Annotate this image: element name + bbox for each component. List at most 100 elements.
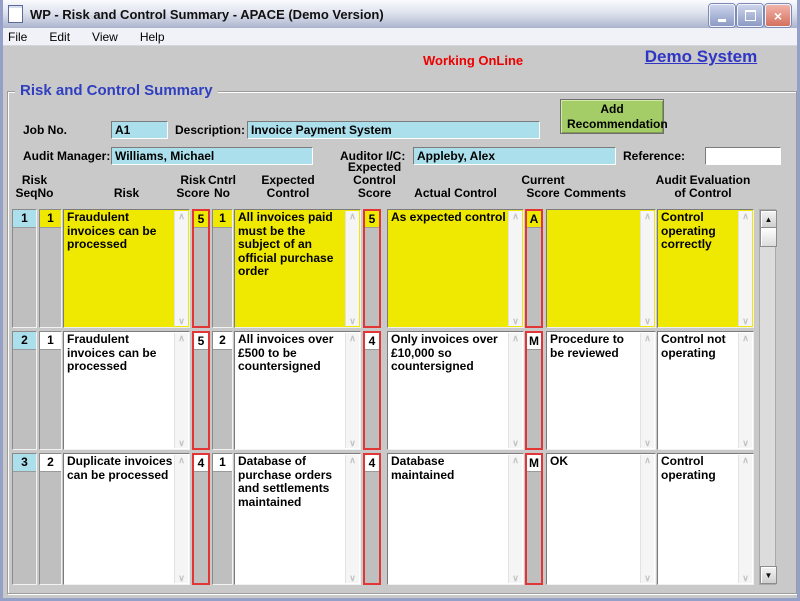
- scroll-up-icon[interactable]: ∧: [512, 455, 519, 465]
- risk-no-cell[interactable]: 2: [39, 453, 62, 585]
- menu-help[interactable]: Help: [139, 29, 165, 44]
- menu-file[interactable]: File: [8, 29, 28, 44]
- textarea-scrollbar[interactable]: ∧∨: [508, 333, 522, 448]
- textarea-scrollbar[interactable]: ∧∨: [174, 333, 188, 448]
- textarea-scrollbar[interactable]: ∧∨: [738, 333, 752, 448]
- textarea-scrollbar[interactable]: ∧∨: [345, 211, 359, 326]
- seq-no-cell[interactable]: 3: [12, 453, 37, 585]
- scroll-down-icon[interactable]: ∨: [644, 573, 651, 583]
- menu-view[interactable]: View: [92, 29, 118, 44]
- job-no-field[interactable]: A1: [111, 121, 168, 139]
- current-score-cell[interactable]: M: [525, 331, 543, 450]
- risk-textarea[interactable]: Duplicate invoices can be processed ∧∨: [63, 453, 190, 585]
- scroll-up-icon[interactable]: ∧: [742, 455, 749, 465]
- add-recommendation-button[interactable]: Add Recommendation: [560, 99, 668, 134]
- current-score-cell[interactable]: A: [525, 209, 543, 328]
- scroll-down-icon[interactable]: ∨: [742, 573, 749, 583]
- description-field[interactable]: Invoice Payment System: [247, 121, 540, 139]
- textarea-scrollbar[interactable]: ∧∨: [345, 333, 359, 448]
- textarea-scrollbar[interactable]: ∧∨: [738, 211, 752, 326]
- expected-score-cell[interactable]: 5: [363, 209, 381, 328]
- textarea-scrollbar[interactable]: ∧∨: [640, 211, 654, 326]
- risk-textarea[interactable]: Fraudulent invoices can be processed ∧∨: [63, 331, 190, 450]
- grid-vertical-scrollbar[interactable]: ▲ ▼: [759, 209, 777, 585]
- textarea-scrollbar[interactable]: ∧∨: [508, 455, 522, 583]
- scrollbar-up-button[interactable]: ▲: [760, 210, 777, 228]
- scroll-down-icon[interactable]: ∨: [178, 316, 185, 326]
- seq-no-cell[interactable]: 1: [12, 209, 37, 328]
- scrollbar-thumb[interactable]: [760, 227, 777, 247]
- scroll-down-icon[interactable]: ∨: [644, 316, 651, 326]
- cntrl-no-cell[interactable]: 2: [212, 331, 233, 450]
- scroll-up-icon[interactable]: ∧: [178, 211, 185, 221]
- scroll-up-icon[interactable]: ∧: [742, 211, 749, 221]
- scroll-up-icon[interactable]: ∧: [644, 211, 651, 221]
- scroll-down-icon[interactable]: ∨: [512, 316, 519, 326]
- textarea-scrollbar[interactable]: ∧∨: [174, 455, 188, 583]
- comments-textarea[interactable]: Procedure to be reviewed ∧∨: [546, 331, 656, 450]
- evaluation-textarea[interactable]: Control operating ∧∨: [657, 453, 754, 585]
- reference-label: Reference:: [623, 149, 686, 163]
- seq-no-cell[interactable]: 2: [12, 331, 37, 450]
- scroll-up-icon[interactable]: ∧: [178, 455, 185, 465]
- actual-control-textarea[interactable]: As expected control ∧∨: [387, 209, 524, 328]
- risk-score-cell[interactable]: 5: [192, 209, 210, 328]
- audit-manager-field[interactable]: Williams, Michael: [111, 147, 313, 165]
- scroll-up-icon[interactable]: ∧: [644, 333, 651, 343]
- reference-field[interactable]: [705, 147, 781, 165]
- scroll-down-icon[interactable]: ∨: [644, 438, 651, 448]
- textarea-scrollbar[interactable]: ∧∨: [345, 455, 359, 583]
- scroll-up-icon[interactable]: ∧: [644, 455, 651, 465]
- scroll-up-icon[interactable]: ∧: [349, 455, 356, 465]
- scroll-up-icon[interactable]: ∧: [512, 333, 519, 343]
- scroll-up-icon[interactable]: ∧: [349, 333, 356, 343]
- textarea-scrollbar[interactable]: ∧∨: [640, 333, 654, 448]
- scroll-down-icon[interactable]: ∨: [742, 316, 749, 326]
- scroll-down-icon[interactable]: ∨: [349, 316, 356, 326]
- close-button[interactable]: ×: [765, 4, 791, 27]
- risk-score-cell[interactable]: 5: [192, 331, 210, 450]
- scroll-down-icon[interactable]: ∨: [512, 573, 519, 583]
- risk-no-cell[interactable]: 1: [39, 331, 62, 450]
- scroll-down-icon[interactable]: ∨: [349, 573, 356, 583]
- header-risk: Risk: [113, 186, 140, 200]
- minimize-button[interactable]: [709, 4, 735, 27]
- expected-control-textarea[interactable]: All invoices paid must be the subject of…: [234, 209, 361, 328]
- textarea-scrollbar[interactable]: ∧∨: [738, 455, 752, 583]
- auditor-ic-field[interactable]: Appleby, Alex: [413, 147, 616, 165]
- comments-textarea[interactable]: OK ∧∨: [546, 453, 656, 585]
- comments-textarea[interactable]: ∧∨: [546, 209, 656, 328]
- risk-no-cell[interactable]: 1: [39, 209, 62, 328]
- auditor-ic-label: Auditor I/C:: [340, 149, 406, 163]
- textarea-scrollbar[interactable]: ∧∨: [640, 455, 654, 583]
- menu-edit[interactable]: Edit: [49, 29, 71, 44]
- scroll-up-icon[interactable]: ∧: [349, 211, 356, 221]
- expected-control-textarea[interactable]: Database of purchase orders and settleme…: [234, 453, 361, 585]
- risk-score-cell[interactable]: 4: [192, 453, 210, 585]
- evaluation-textarea[interactable]: Control not operating ∧∨: [657, 331, 754, 450]
- textarea-scrollbar[interactable]: ∧∨: [174, 211, 188, 326]
- scroll-down-icon[interactable]: ∨: [178, 573, 185, 583]
- maximize-button[interactable]: [737, 4, 763, 27]
- actual-control-textarea[interactable]: Only invoices over £10,000 so countersig…: [387, 331, 524, 450]
- cntrl-no-cell[interactable]: 1: [212, 453, 233, 585]
- expected-control-textarea[interactable]: All invoices over £500 to be countersign…: [234, 331, 361, 450]
- demo-system-link[interactable]: Demo System: [644, 47, 758, 66]
- risk-textarea[interactable]: Fraudulent invoices can be processed ∧∨: [63, 209, 190, 328]
- title-bar[interactable]: WP - Risk and Control Summary - APACE (D…: [3, 0, 797, 29]
- scroll-down-icon[interactable]: ∨: [512, 438, 519, 448]
- expected-score-cell[interactable]: 4: [363, 453, 381, 585]
- scroll-up-icon[interactable]: ∧: [178, 333, 185, 343]
- cntrl-no-cell[interactable]: 1: [212, 209, 233, 328]
- scroll-down-icon[interactable]: ∨: [178, 438, 185, 448]
- textarea-scrollbar[interactable]: ∧∨: [508, 211, 522, 326]
- scrollbar-down-button[interactable]: ▼: [760, 566, 777, 584]
- actual-control-textarea[interactable]: Database maintained ∧∨: [387, 453, 524, 585]
- current-score-cell[interactable]: M: [525, 453, 543, 585]
- evaluation-textarea[interactable]: Control operating correctly ∧∨: [657, 209, 754, 328]
- scroll-down-icon[interactable]: ∨: [742, 438, 749, 448]
- scroll-up-icon[interactable]: ∧: [512, 211, 519, 221]
- expected-score-cell[interactable]: 4: [363, 331, 381, 450]
- scroll-down-icon[interactable]: ∨: [349, 438, 356, 448]
- scroll-up-icon[interactable]: ∧: [742, 333, 749, 343]
